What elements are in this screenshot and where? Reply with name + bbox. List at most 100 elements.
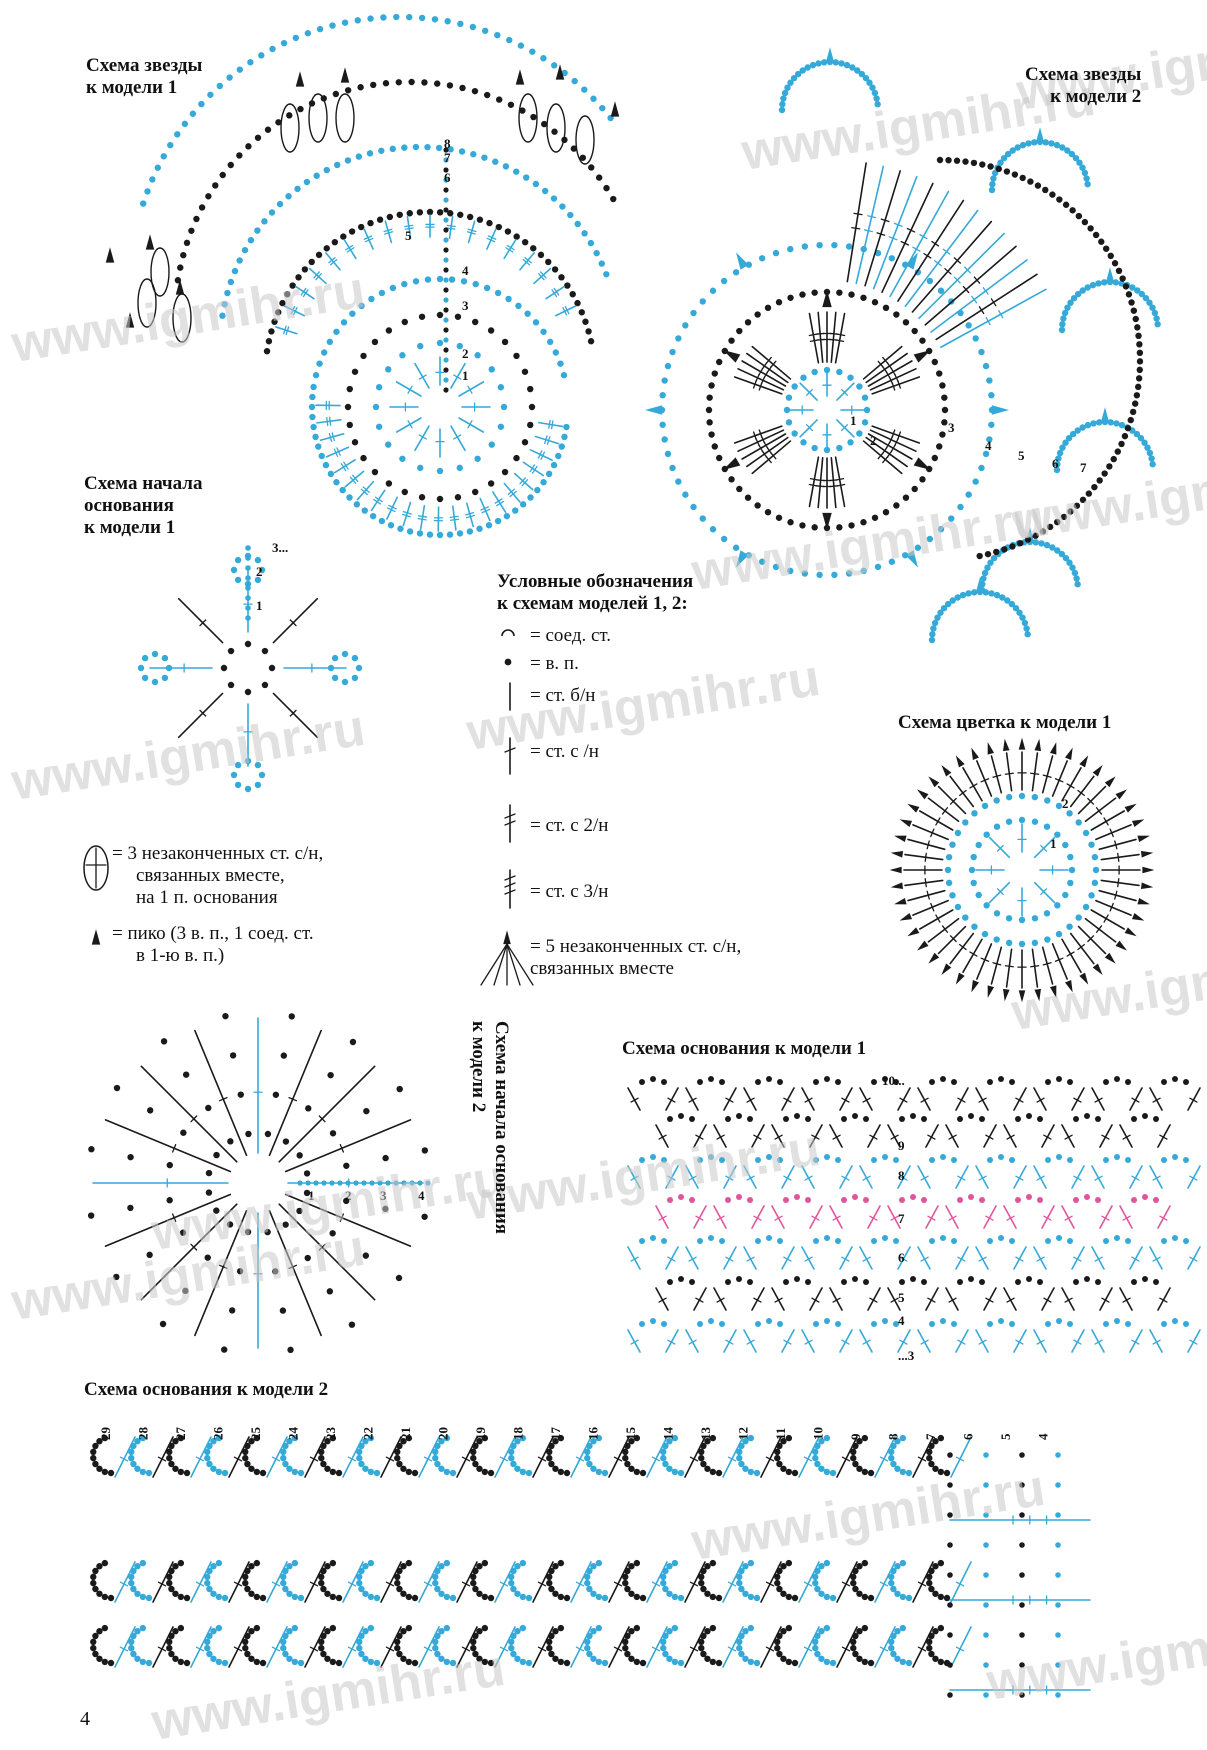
chain-dot: [650, 1154, 656, 1160]
chain-dot: [331, 238, 339, 246]
chain-dot: [244, 1228, 252, 1236]
stitch-line: [1069, 932, 1095, 965]
chain-dot: [957, 1279, 963, 1285]
chain-dot: [899, 1559, 907, 1567]
chain-dot: [373, 1659, 381, 1667]
chain-dot: [986, 436, 993, 443]
chain-dot: [258, 771, 266, 779]
chain-dot: [469, 23, 477, 31]
chain-dot: [709, 1434, 717, 1442]
chain-dot: [1043, 541, 1051, 549]
chain-dot: [1046, 523, 1054, 531]
picot-mark: [1131, 913, 1145, 921]
chain-dot: [1074, 290, 1082, 298]
chain-dot: [395, 79, 402, 86]
chain-dot: [357, 223, 365, 231]
chain-dot: [242, 1638, 249, 1646]
chain-dot: [861, 419, 869, 426]
watermark-text: www.igmihr.ru: [687, 489, 1049, 602]
chain-dot: [1103, 1157, 1109, 1163]
chain-dot: [715, 1594, 723, 1602]
chain-dot: [863, 1197, 869, 1203]
stitch-line: [1152, 1175, 1161, 1181]
chain-dot: [394, 1573, 401, 1581]
chain-dot: [978, 348, 985, 356]
stitch-line: [841, 1646, 851, 1652]
stitch-line: [948, 1134, 957, 1140]
picot-mark: [145, 234, 155, 250]
chain-dot: [393, 1180, 399, 1186]
stitch-line: [741, 360, 787, 387]
chain-dot: [982, 362, 990, 370]
chain-dot: [510, 1442, 517, 1450]
chain-dot: [221, 1659, 229, 1667]
chain-dot: [949, 841, 956, 848]
stitch-line: [504, 875, 516, 881]
chain-dot: [230, 771, 238, 779]
stitch-line: [407, 420, 413, 429]
chain-dot: [321, 1180, 327, 1186]
chain-dot: [253, 1559, 261, 1567]
stitch-line: [1006, 1134, 1015, 1140]
chain-dot: [787, 567, 794, 575]
chain-dot: [362, 1563, 369, 1570]
chain-dot: [776, 1585, 783, 1593]
base2-row-number: 4: [1036, 1433, 1051, 1440]
chain-dot: [783, 1279, 789, 1285]
stitch-line: [1087, 797, 1095, 805]
chain-dot: [700, 1460, 707, 1468]
chain-dot: [101, 1434, 109, 1442]
chain-dot: [758, 255, 766, 262]
chain-dot: [92, 1585, 99, 1593]
chain-dot: [801, 243, 809, 250]
chain-dot: [662, 1632, 669, 1640]
chain-dot: [315, 443, 322, 450]
chain-dot: [671, 1593, 679, 1601]
chain-dot: [814, 1650, 821, 1658]
stitch-line: [1036, 1175, 1045, 1181]
chain-dot: [744, 319, 752, 326]
chain-dot: [431, 16, 439, 23]
stitch-line: [486, 228, 497, 250]
stitch-line: [882, 455, 889, 464]
chain-dot: [378, 147, 385, 154]
chain-dot: [1153, 1279, 1159, 1285]
chain-dot: [861, 1559, 869, 1567]
chain-dot: [400, 1628, 407, 1635]
stitch-line: [832, 1134, 841, 1140]
picot-mark: [1034, 988, 1041, 1002]
chain-dot: [443, 1658, 451, 1666]
chain-dot: [650, 1076, 656, 1082]
chain-dot: [508, 1638, 515, 1646]
chain-dot: [925, 465, 933, 473]
chain-dot: [962, 914, 969, 921]
chain-dot: [245, 555, 251, 561]
stitch-line: [119, 1646, 129, 1652]
chain-dot: [101, 1624, 109, 1632]
stitch-line: [1095, 807, 1103, 815]
chain-dot: [529, 48, 536, 55]
picot-mark: [941, 764, 952, 777]
chain-dot: [563, 1469, 571, 1477]
chain-dot: [226, 74, 233, 81]
stitch-line: [983, 1205, 997, 1229]
base2-row-number: 11: [773, 1428, 788, 1440]
stitch-line: [503, 482, 521, 503]
chain-dot: [449, 1659, 457, 1667]
chain-dot: [322, 461, 330, 469]
stitch-line: [627, 1165, 641, 1189]
chain-dot: [159, 1320, 167, 1328]
chain-dot: [818, 1438, 825, 1445]
chain-dot: [848, 291, 855, 298]
chain-dot: [719, 1079, 725, 1085]
chain-dot: [1183, 1157, 1189, 1163]
chain-dot: [937, 526, 945, 533]
chain-dot: [146, 1107, 154, 1114]
picot-mark: [723, 457, 741, 470]
chain-dot: [1153, 1116, 1159, 1122]
chain-dot: [286, 1465, 293, 1472]
chain-dot: [944, 866, 952, 874]
chain-dot: [678, 1113, 684, 1119]
chain-dot: [764, 508, 772, 516]
stitch-line: [309, 1581, 319, 1587]
